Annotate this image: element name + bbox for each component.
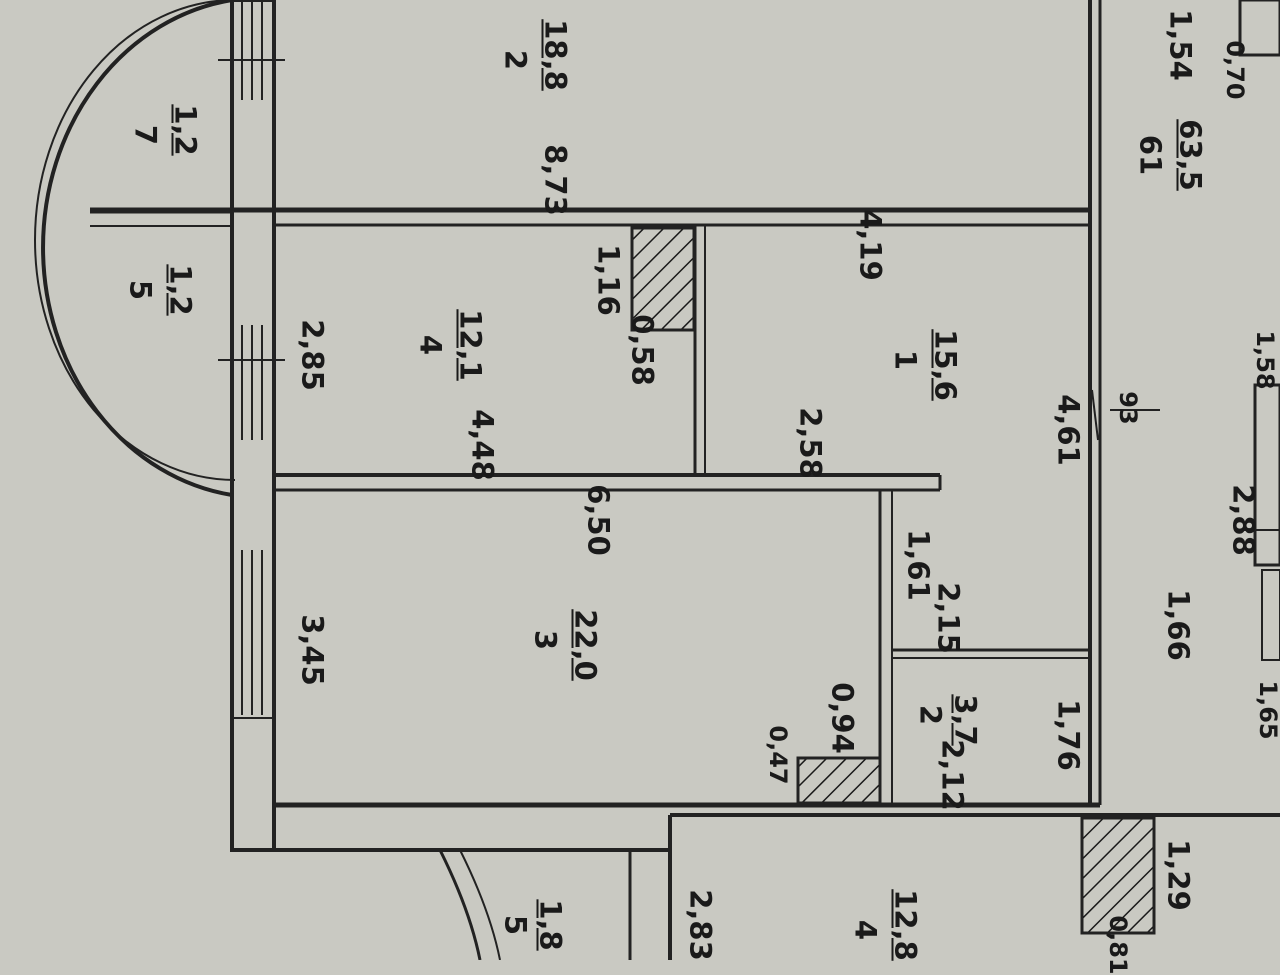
dim-2-88: 2,88: [1226, 484, 1261, 556]
balcony-arc-lower: [438, 849, 482, 960]
window-top: [218, 0, 285, 100]
room-61-area: 63,5: [1173, 119, 1208, 191]
room-4-lower-area: 12,8: [888, 889, 923, 961]
dim-8-73: 8,73: [538, 144, 573, 216]
room-1-area: 15,6: [928, 329, 963, 401]
dim-1-65: 1,65: [1254, 680, 1280, 740]
room-5-lower-number: 5: [498, 914, 533, 936]
dim-4-61: 4,61: [1051, 394, 1086, 466]
dim-0-70: 0,70: [1221, 40, 1249, 100]
room-3-area: 22,0: [568, 609, 603, 681]
dim-0-58: 0,58: [625, 314, 660, 386]
room-5-area: 1,2: [163, 264, 198, 316]
dim-2-12: 2,12: [935, 739, 970, 811]
dim-4-48: 4,48: [465, 409, 500, 481]
dim-4-19: 4,19: [853, 209, 888, 281]
dim-1-54: 1,54: [1163, 9, 1198, 81]
room-4-number: 4: [413, 334, 448, 356]
dim-2-85: 2,85: [295, 319, 330, 391]
dim-2-58: 2,58: [793, 407, 828, 479]
column-hatched-3: [1080, 816, 1156, 935]
window-mid: [218, 325, 285, 440]
room-3-number: 3: [528, 629, 563, 651]
dim-0-81: 0,81: [1104, 915, 1132, 975]
dim-2-15: 2,15: [931, 582, 966, 654]
dim-3-45: 3,45: [295, 614, 330, 686]
column-hatched-1: [630, 226, 696, 332]
room-61-number: 61: [1133, 134, 1168, 176]
fixture-right-low: [1261, 569, 1280, 661]
room-2-number: 2: [913, 704, 948, 726]
dim-1-16: 1,16: [591, 244, 626, 316]
dim-1-61: 1,61: [901, 529, 936, 601]
window-low: [241, 550, 263, 715]
dim-6-50: 6,50: [581, 484, 616, 556]
dim-0-47: 0,47: [764, 725, 792, 785]
column-hatched-2: [796, 756, 882, 805]
dim-0-94: 0,94: [825, 682, 860, 754]
room-4-lower-number: 4: [848, 919, 883, 941]
dim-1-29: 1,29: [1161, 839, 1196, 911]
fixture-right-mid: [1253, 383, 1280, 567]
room-5-number: 5: [123, 279, 158, 301]
room-2-top-number: 2: [498, 49, 533, 71]
balcony-arc: [41, 0, 233, 497]
room-7-area: 1,2: [168, 104, 203, 156]
room-2-area: 3,7: [948, 694, 983, 746]
room-2-top-area: 18,8: [538, 19, 573, 91]
dim-93: 93: [1114, 391, 1142, 425]
dim-1-58: 1,58: [1251, 330, 1279, 390]
room-1-number: 1: [888, 349, 923, 371]
room-7-number: 7: [128, 124, 163, 146]
room-5-lower-area: 1,8: [533, 899, 568, 951]
balcony-arc-inner: [34, 0, 236, 481]
dim-2-83: 2,83: [683, 889, 718, 961]
fixture-right-top: [1238, 0, 1280, 57]
room-4-area: 12,1: [453, 309, 488, 381]
dim-1-66: 1,66: [1161, 589, 1196, 661]
dim-1-76: 1,76: [1051, 699, 1086, 771]
